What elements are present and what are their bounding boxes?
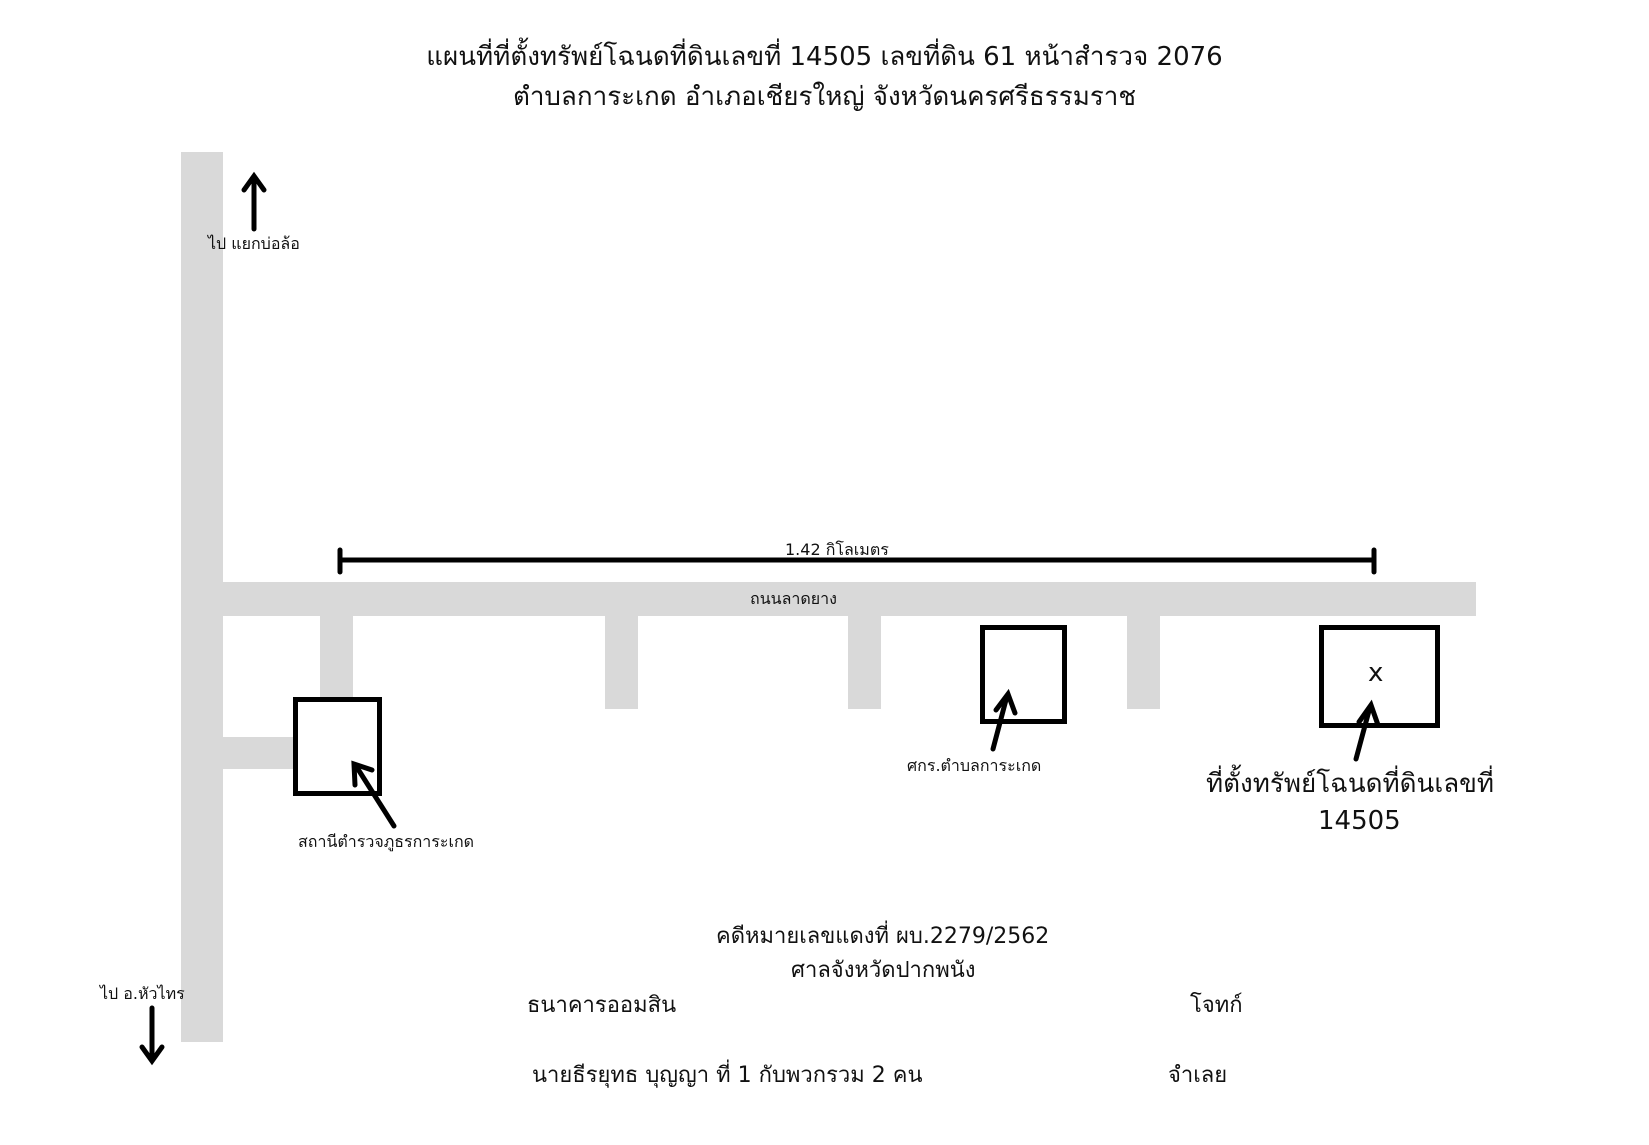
defendant-role: จำเลย xyxy=(1168,1063,1228,1088)
police-station-box xyxy=(293,697,382,796)
plaintiff-role: โจทก์ xyxy=(1190,993,1243,1018)
map-title-line1: แผนที่ที่ตั้งทรัพย์โฉนดที่ดินเลขที่ 1450… xyxy=(426,42,1223,72)
court-name: ศาลจังหวัดปากพนัง xyxy=(791,958,976,983)
police-station-pointer-arrow xyxy=(351,760,397,829)
learning-center-pointer-arrow xyxy=(990,688,1018,752)
property-x-mark: x xyxy=(1368,658,1384,688)
property-label-line1: ที่ตั้งทรัพย์โฉนดที่ดินเลขที่ xyxy=(1206,769,1495,799)
learning-center-box xyxy=(980,625,1067,724)
branch-road-2 xyxy=(605,616,638,709)
property-pointer-arrow xyxy=(1353,699,1381,762)
learning-center-label: ศกร.ตำบลการะเกด xyxy=(907,756,1042,775)
south-arrow-icon xyxy=(139,1005,165,1066)
property-label-line2: 14505 xyxy=(1318,806,1401,836)
south-direction-label: ไป อ.หัวไทร xyxy=(100,984,185,1003)
branch-road-1 xyxy=(320,616,353,700)
branch-road-3 xyxy=(848,616,881,709)
north-direction-label: ไป แยกบ่อล้อ xyxy=(208,234,300,253)
main-vertical-road xyxy=(181,152,223,1042)
north-arrow-icon xyxy=(241,171,267,232)
map-title-line2: ตำบลการะเกด อำเภอเชียรใหญ่ จังหวัดนครศรี… xyxy=(512,82,1137,112)
road-name-label: ถนนลาดยาง xyxy=(750,589,837,608)
plaintiff-name: ธนาคารออมสิน xyxy=(527,993,677,1018)
paved-road xyxy=(223,582,1476,616)
side-road-police xyxy=(223,737,295,769)
case-number: คดีหมายเลขแดงที่ ผบ.2279/2562 xyxy=(716,924,1050,949)
distance-bar xyxy=(337,547,1377,575)
branch-road-4 xyxy=(1127,616,1160,709)
distance-label: 1.42 กิโลเมตร xyxy=(785,540,889,559)
defendant-name: นายธีรยุทธ บุญญา ที่ 1 กับพวกรวม 2 คน xyxy=(532,1063,923,1088)
police-station-label: สถานีตำรวจภูธรการะเกด xyxy=(298,832,475,851)
